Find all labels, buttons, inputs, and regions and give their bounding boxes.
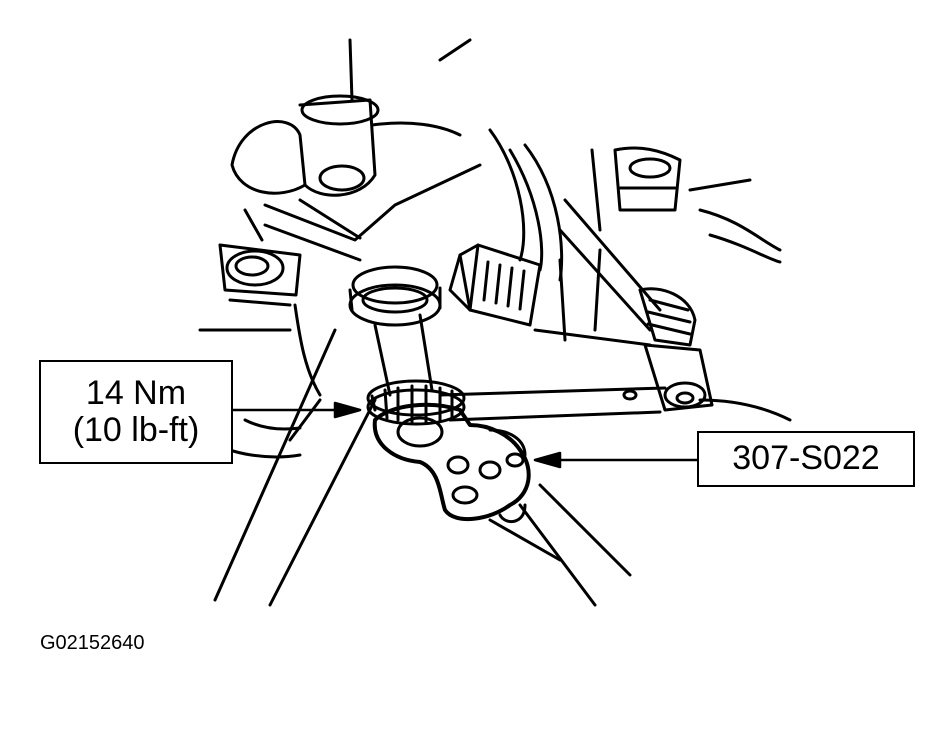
shift-rod [373,313,667,422]
part-number-callout: 307-S022 [697,431,915,487]
electrical-connector [448,243,542,327]
bushing [348,265,442,327]
transaxle-housing [198,38,792,459]
part-leader-arrow [533,451,699,469]
part-number: 307-S022 [732,439,880,478]
linkage-bolt [622,287,714,412]
shift-cable [213,328,632,607]
torque-imperial: (10 lb-ft) [72,411,200,449]
torque-spec-callout: 14 Nm (10 lb-ft) [39,360,233,464]
figure-id: G02152640 [40,632,145,654]
torque-leader-arrow [231,401,362,419]
torque-metric: 14 Nm [85,373,187,412]
